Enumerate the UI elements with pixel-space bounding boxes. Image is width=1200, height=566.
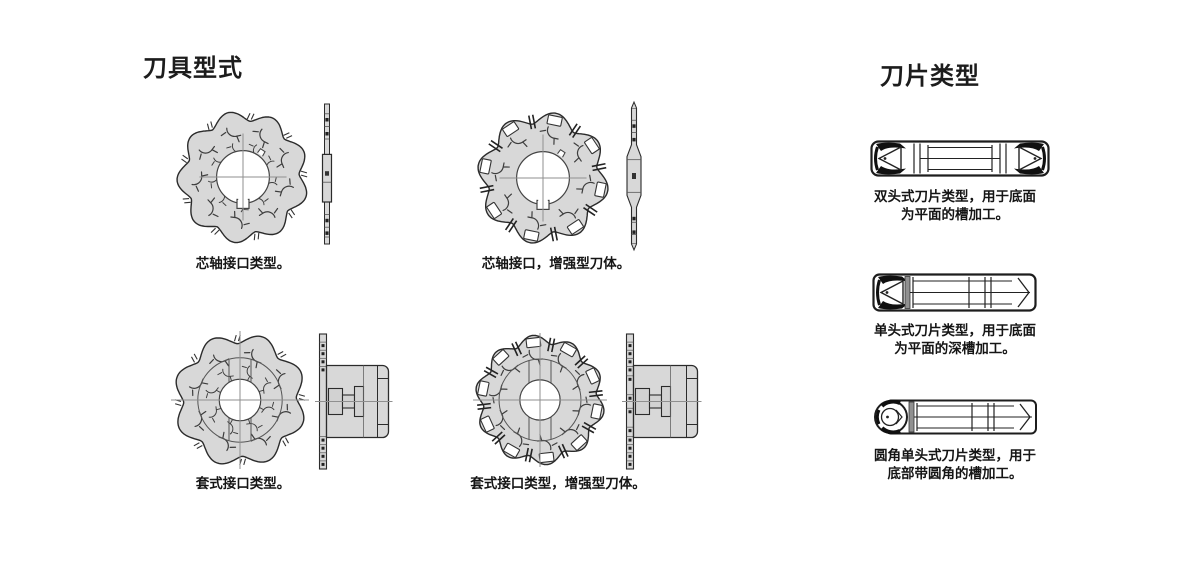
caption-cutter-shell-reinforced: 套式接口类型，增强型刀体。: [470, 476, 646, 492]
disc-cutter-shell-reinforced-icon: [473, 333, 702, 470]
caption-insert-double-ended: 双头式刀片类型，用于底面 为平面的槽加工。: [874, 189, 1036, 223]
disc-cutter-arbor-icon: [176, 103, 333, 245]
insert-single-ended-icon: [872, 273, 1037, 312]
caption-cutter-arbor: 芯轴接口类型。: [195, 256, 291, 272]
insert-double-ended-icon: [870, 140, 1050, 177]
disc-cutter-arbor-reinforced-icon: [477, 100, 642, 252]
disc-cutter-shell-icon: [170, 330, 393, 470]
insert-round-corner-icon: [874, 399, 1037, 435]
page-title-tool-types: 刀具型式: [143, 54, 243, 82]
page-title-insert-types: 刀片类型: [880, 62, 980, 90]
caption-insert-round-corner: 圆角单头式刀片类型，用于 底部带圆角的槽加工。: [874, 448, 1036, 482]
caption-insert-single-ended: 单头式刀片类型，用于底面 为平面的深槽加工。: [874, 323, 1036, 357]
caption-cutter-arbor-reinforced: 芯轴接口，增强型刀体。: [481, 256, 631, 272]
caption-cutter-shell: 套式接口类型。: [195, 476, 291, 492]
